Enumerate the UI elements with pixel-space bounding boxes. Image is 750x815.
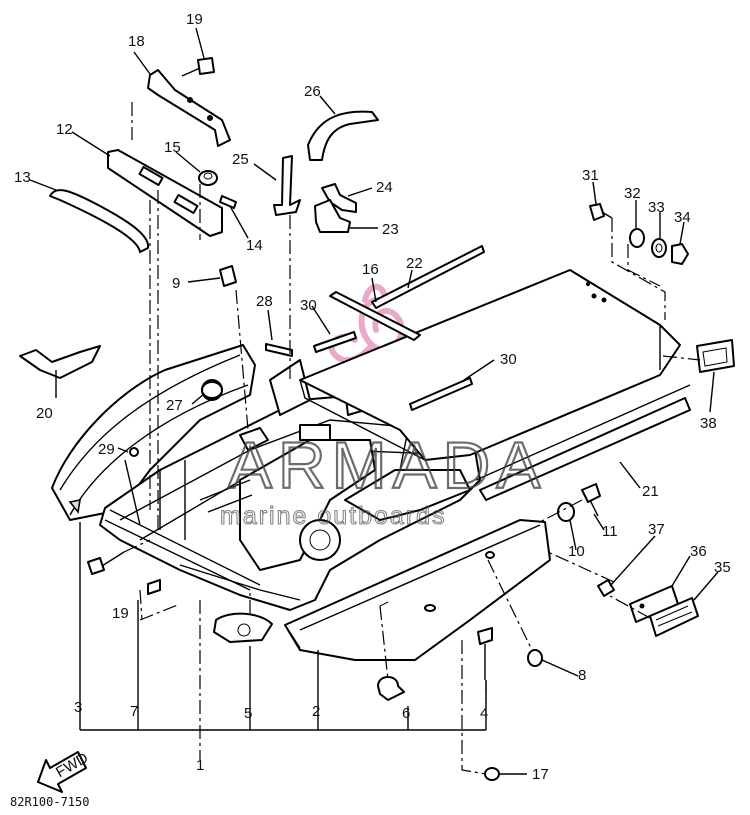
washer-33 [651, 238, 667, 258]
part-label-26: 26 [304, 83, 321, 100]
part-label-10: 10 [568, 543, 585, 560]
part-label-18: 18 [128, 33, 145, 50]
part-label-24: 24 [376, 179, 393, 196]
part-label-23: 23 [382, 221, 399, 238]
part-label-2: 2 [312, 703, 320, 720]
leader-lines [29, 27, 719, 775]
part-label-12: 12 [56, 121, 73, 138]
part-label-5: 5 [244, 705, 252, 722]
part-label-20: 20 [36, 405, 53, 422]
part-label-30: 30 [300, 297, 317, 314]
part-label-17: 17 [532, 766, 549, 783]
part-label-4: 4 [480, 705, 488, 722]
part-label-22: 22 [406, 255, 423, 272]
strip-30a [313, 331, 357, 353]
part-label-19-bottom: 19 [112, 605, 129, 622]
handle-26 [307, 110, 379, 161]
part-labels: 19 18 12 15 13 14 25 26 24 23 31 32 33 3… [14, 11, 731, 783]
part-label-13: 13 [14, 169, 31, 186]
drawing-code: 82R100-7150 [10, 795, 89, 809]
cap-9 [219, 265, 237, 287]
pad-28 [265, 343, 293, 357]
part-label-19: 19 [186, 11, 203, 28]
bracket-23 [314, 199, 351, 233]
dashed-lines [123, 102, 701, 775]
bracket-18 [147, 69, 231, 147]
bar-22 [371, 245, 485, 309]
part-label-3: 3 [74, 699, 82, 716]
part-label-7: 7 [130, 703, 138, 720]
cover-20 [19, 345, 101, 379]
bolt-19-top [181, 57, 215, 77]
watermark-tagline: marine outboards [220, 502, 447, 530]
cap-17 [484, 767, 500, 781]
part-label-8: 8 [578, 667, 586, 684]
strip-30b [409, 377, 473, 411]
cap-7 [147, 579, 161, 595]
pad-14 [219, 195, 237, 209]
bolt-19-bottom [87, 551, 125, 575]
grommet-27 [201, 381, 223, 399]
bolt-11 [581, 483, 601, 517]
clamp-6 [377, 676, 405, 701]
part-label-15: 15 [164, 139, 181, 156]
part-label-35: 35 [714, 559, 731, 576]
washer-32 [629, 228, 645, 248]
bolt-31 [589, 203, 613, 221]
part-label-21: 21 [642, 483, 659, 500]
part-label-29: 29 [98, 441, 115, 458]
part-label-16: 16 [362, 261, 379, 278]
deck-platform [299, 269, 681, 461]
part-label-38: 38 [700, 415, 717, 432]
plate-12 [107, 149, 223, 237]
part-label-33: 33 [648, 199, 665, 216]
strap-25 [273, 155, 301, 216]
nut-34 [671, 243, 689, 265]
part-label-30-right: 30 [500, 351, 517, 368]
plug-4 [477, 627, 493, 680]
part-label-31: 31 [582, 167, 599, 184]
watermark-brand: ARMADA [228, 428, 546, 502]
cap-29 [129, 447, 139, 457]
part-label-1: 1 [196, 757, 204, 774]
part-label-9: 9 [172, 275, 180, 292]
reflector-35 [649, 597, 699, 637]
part-label-28: 28 [256, 293, 273, 310]
grab-handle-13 [49, 189, 150, 253]
grommet-8 [527, 649, 543, 667]
part-label-36: 36 [690, 543, 707, 560]
part-label-14: 14 [246, 237, 263, 254]
fwd-arrow-icon [37, 751, 87, 793]
grommet-15 [198, 170, 218, 186]
cover-5 [213, 612, 273, 643]
side-rail-21 [475, 384, 691, 501]
bar-16 [329, 291, 421, 341]
part-label-32: 32 [624, 185, 641, 202]
part-label-6: 6 [402, 705, 410, 722]
clip-38 [696, 339, 735, 373]
part-label-27: 27 [166, 397, 183, 414]
bottom-bracket [79, 522, 487, 731]
part-label-34: 34 [674, 209, 691, 226]
part-label-37: 37 [648, 521, 665, 538]
part-label-25: 25 [232, 151, 249, 168]
nut-37 [597, 579, 615, 597]
part-label-11: 11 [602, 523, 618, 540]
